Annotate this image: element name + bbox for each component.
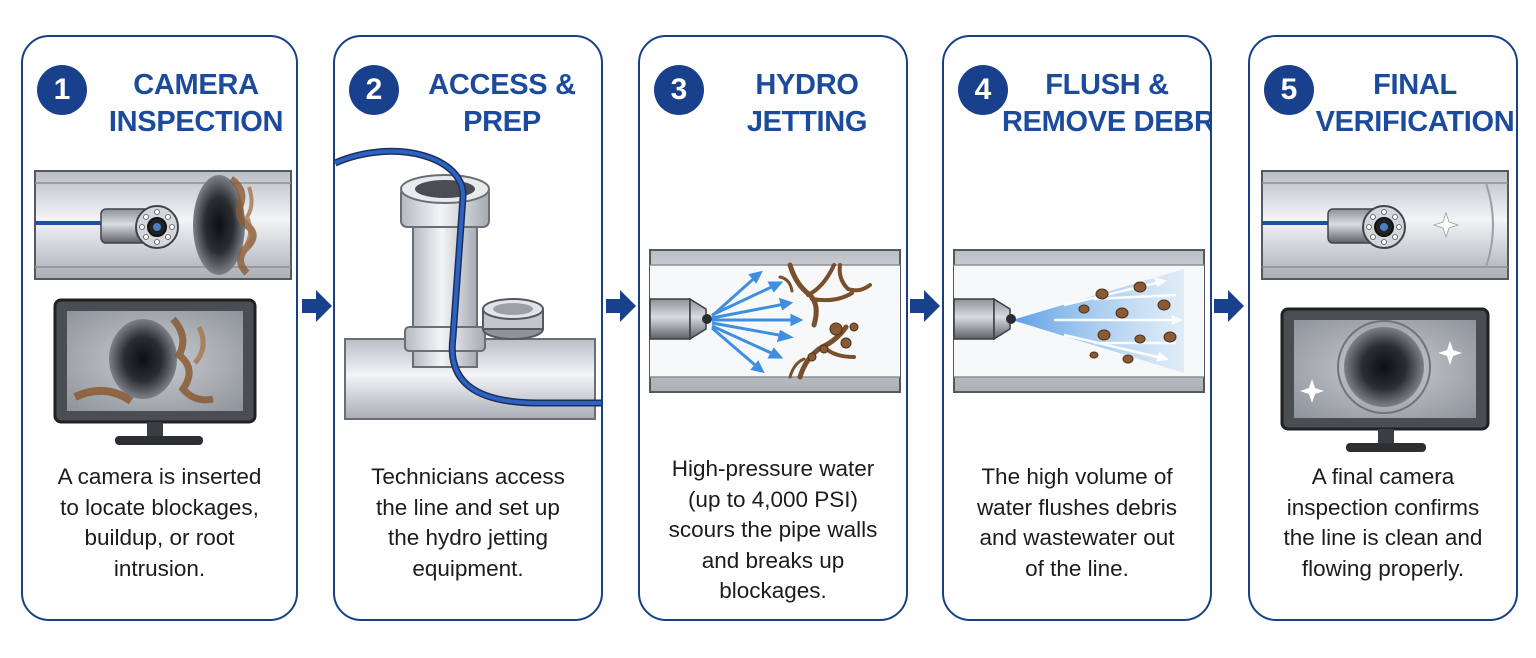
step-card-3: 3 HYDRO JETTING bbox=[638, 35, 908, 621]
step-number-badge: 4 bbox=[958, 65, 1008, 115]
sparkle-icon bbox=[1300, 379, 1324, 403]
arrow-right-icon bbox=[302, 290, 332, 322]
camera-icon bbox=[34, 170, 292, 280]
step-description: The high volume of water flushes debris … bbox=[976, 464, 1178, 581]
final-verification-illustration bbox=[1261, 170, 1509, 452]
step-description: Technicians access the line and set up t… bbox=[371, 464, 565, 581]
step-card-2: 2 ACCESS & PREP Technicians access the l… bbox=[333, 35, 603, 621]
step-card-5: 5 FINAL VERIFICATION bbox=[1248, 35, 1518, 621]
camera-icon bbox=[1261, 170, 1509, 280]
step-number-badge: 2 bbox=[349, 65, 399, 115]
camera-inspection-illustration bbox=[34, 170, 292, 445]
step-description: A final camera inspection confirms the l… bbox=[1283, 464, 1483, 581]
step-card-1: 1 CAMERA INSPECTION bbox=[21, 35, 298, 621]
step-title: CAMERA INSPECTION bbox=[108, 69, 284, 138]
access-prep-illustration bbox=[335, 147, 601, 420]
jet-nozzle-icon bbox=[649, 297, 712, 341]
step-number-badge: 1 bbox=[37, 65, 87, 115]
hydro-jetting-illustration bbox=[649, 249, 901, 393]
debris-icon bbox=[1078, 281, 1177, 364]
step-title: HYDRO JETTING bbox=[746, 69, 868, 138]
step-title: ACCESS & PREP bbox=[428, 69, 576, 138]
step-card-4: 4 FLUSH & REMOVE DEBRIS The h bbox=[942, 35, 1212, 621]
step-title: FINAL VERIFICATION bbox=[1315, 69, 1515, 138]
step-number-badge: 3 bbox=[654, 65, 704, 115]
arrow-right-icon bbox=[1214, 290, 1244, 322]
step-description: A camera is inserted to locate blockages… bbox=[57, 464, 262, 581]
arrow-right-icon bbox=[606, 290, 636, 322]
monitor-icon bbox=[1280, 307, 1490, 452]
sparkle-icon bbox=[1438, 341, 1462, 365]
step-number-badge: 5 bbox=[1264, 65, 1314, 115]
cleanout-pipe-icon bbox=[344, 174, 596, 420]
step-description: High-pressure water (up to 4,000 PSI) sc… bbox=[668, 456, 878, 603]
jet-nozzle-icon bbox=[953, 297, 1016, 341]
flush-debris-illustration bbox=[953, 249, 1205, 393]
step-title: FLUSH & REMOVE DEBRIS bbox=[1002, 69, 1210, 138]
monitor-icon bbox=[53, 298, 257, 445]
sparkle-icon bbox=[1432, 211, 1460, 239]
arrow-right-icon bbox=[910, 290, 940, 322]
debris-icon bbox=[807, 322, 859, 362]
